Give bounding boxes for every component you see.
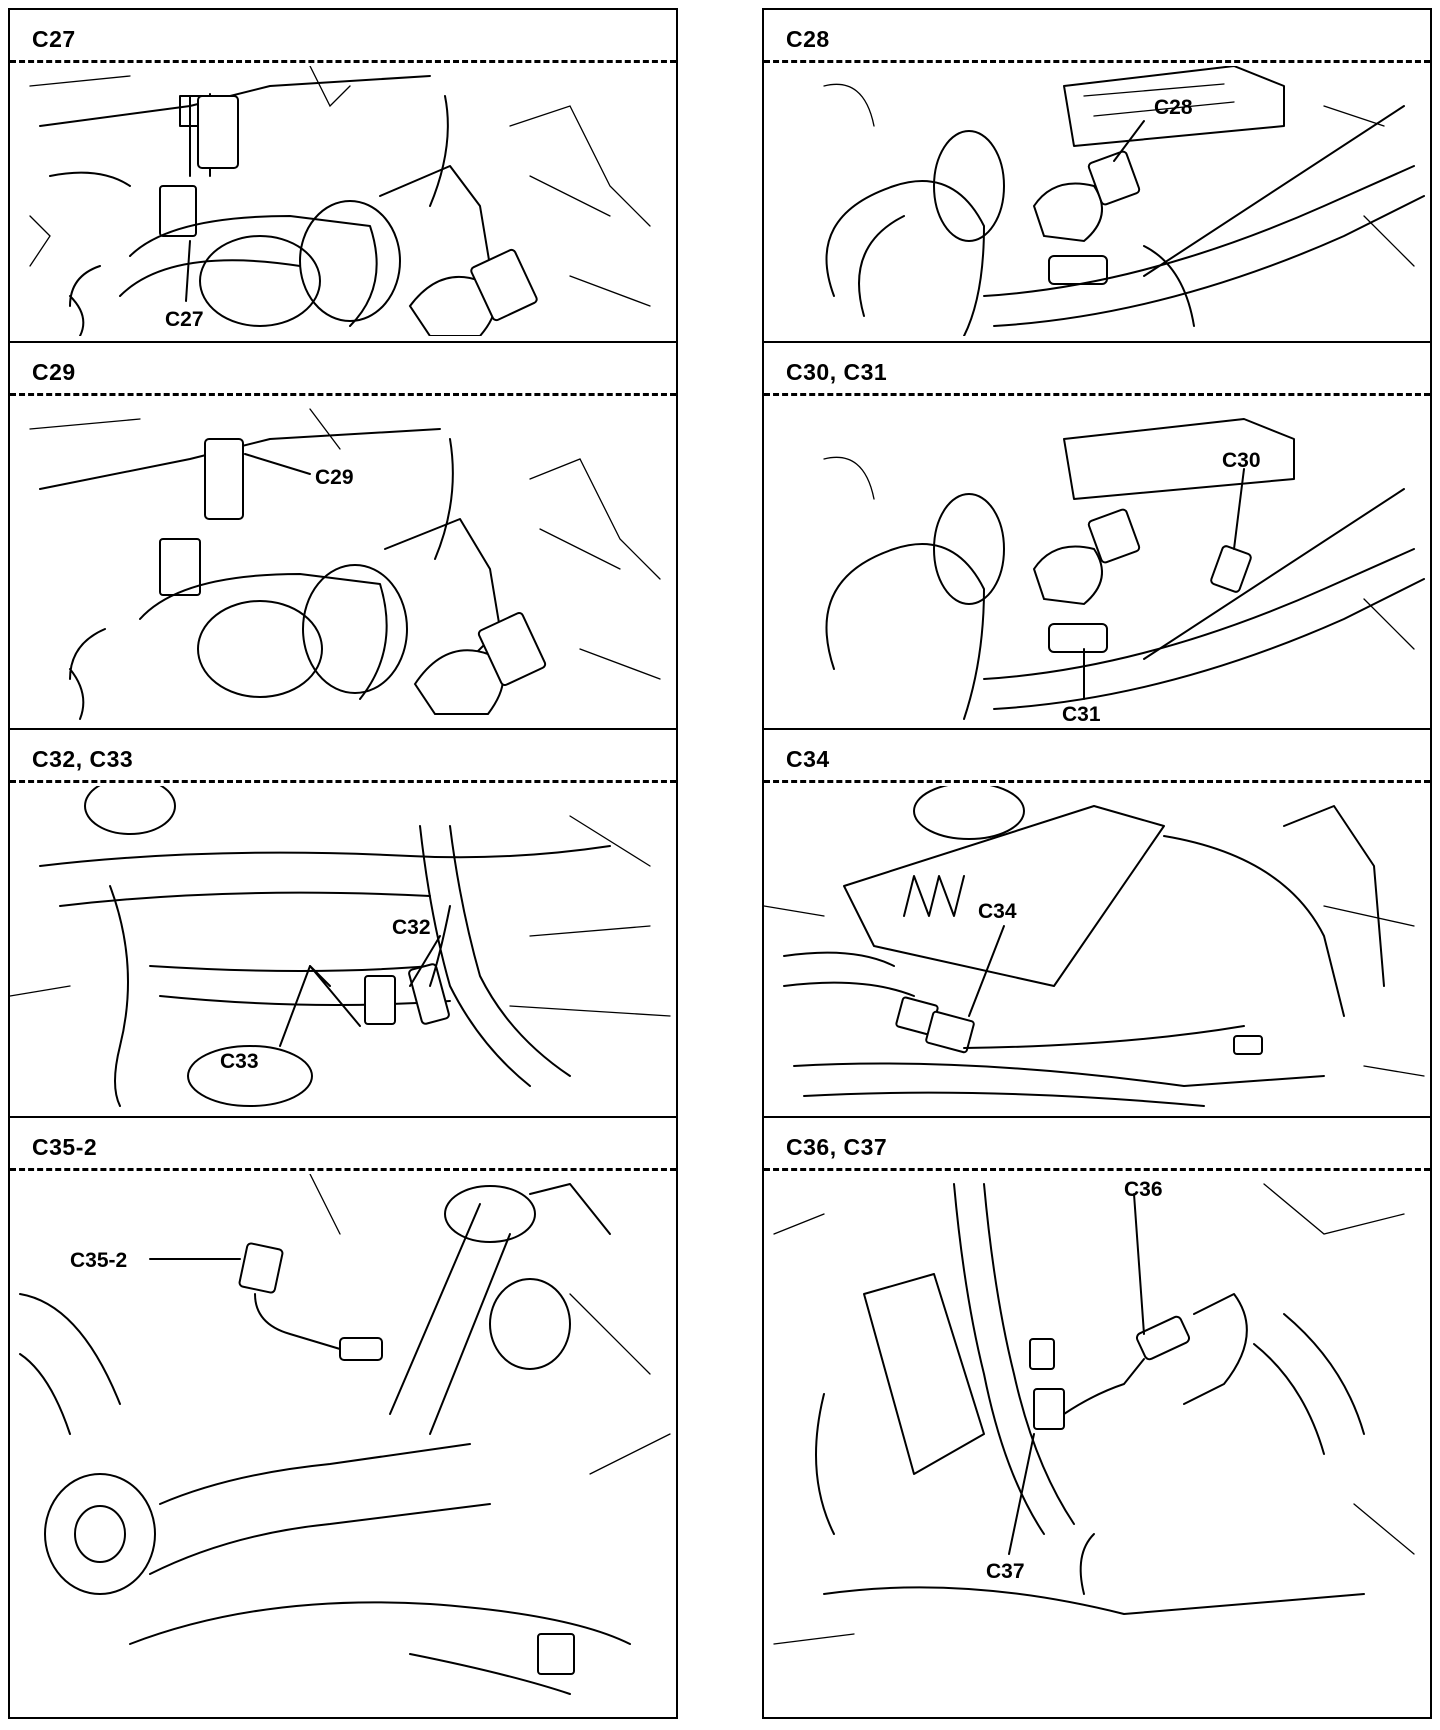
intake-illustration xyxy=(823,418,1425,720)
panel-title: C32, C33 xyxy=(32,746,134,772)
title-divider xyxy=(10,1168,676,1171)
panel-c35-2: C35-2 xyxy=(10,1118,676,1721)
callout-label: C28 xyxy=(1154,96,1193,119)
panel-c29: C29 xyxy=(10,343,676,730)
title-divider xyxy=(764,60,1430,63)
right-column: C28 xyxy=(762,8,1432,1719)
engine-drawing-c29: C29 xyxy=(10,399,676,725)
panel-border xyxy=(764,1116,1430,1118)
title-divider xyxy=(10,60,676,63)
title-divider xyxy=(10,393,676,396)
panel-c34: C34 xyxy=(764,730,1430,1118)
engine-drawing-c36-c37: C36 C37 xyxy=(764,1174,1430,1714)
callout-label: C33 xyxy=(220,1050,259,1073)
engine-drawing-c35-2: C35-2 xyxy=(10,1174,676,1714)
callout-label: C34 xyxy=(978,900,1017,923)
callout-label: C30 xyxy=(1222,449,1261,472)
callout-label: C36 xyxy=(1124,1178,1163,1201)
engine-drawing-c30-c31: C30 C31 xyxy=(764,399,1430,725)
panel-border xyxy=(10,1116,676,1118)
panel-title: C30, C31 xyxy=(786,359,888,385)
engine-drawing-c32-c33: C32 C33 xyxy=(10,786,676,1114)
panel-c28: C28 xyxy=(764,10,1430,343)
distributor-illustration xyxy=(764,786,1425,1107)
engine-drawing-c27: C27 xyxy=(10,66,676,336)
panel-c36-c37: C36, C37 xyxy=(764,1118,1430,1721)
callout-label: C35-2 xyxy=(70,1249,127,1272)
title-divider xyxy=(764,1168,1430,1171)
callout-label: C29 xyxy=(315,466,354,489)
engine-underside-illustration xyxy=(10,786,671,1107)
panel-title: C36, C37 xyxy=(786,1134,888,1160)
callout-label: C37 xyxy=(986,1560,1025,1583)
panel-c32-c33: C32, C33 xyxy=(10,730,676,1118)
panel-title: C34 xyxy=(786,746,830,772)
intake-illustration xyxy=(823,66,1425,336)
callout-label: C27 xyxy=(165,308,204,331)
underbody-sensor-illustration xyxy=(773,1183,1415,1645)
panel-border xyxy=(764,728,1430,730)
throttle-body-illustration xyxy=(29,66,651,336)
title-divider xyxy=(764,780,1430,783)
engine-drawing-c34: C34 xyxy=(764,786,1430,1114)
throttle-body-illustration xyxy=(29,408,661,720)
left-column: C27 xyxy=(8,8,678,1719)
callout-label: C32 xyxy=(392,916,431,939)
callout-label: C31 xyxy=(1062,703,1101,725)
panel-title: C35-2 xyxy=(32,1134,98,1160)
exhaust-sensor-illustration xyxy=(19,1174,671,1695)
engine-drawing-c28: C28 xyxy=(764,66,1430,336)
panel-border xyxy=(10,728,676,730)
panel-title: C28 xyxy=(786,26,830,52)
panel-c30-c31: C30, C31 C30 xyxy=(764,343,1430,730)
panel-title: C27 xyxy=(32,26,76,52)
panel-c27: C27 xyxy=(10,10,676,343)
panel-border xyxy=(10,341,676,343)
panel-title: C29 xyxy=(32,359,76,385)
panel-border xyxy=(764,341,1430,343)
title-divider xyxy=(764,393,1430,396)
title-divider xyxy=(10,780,676,783)
